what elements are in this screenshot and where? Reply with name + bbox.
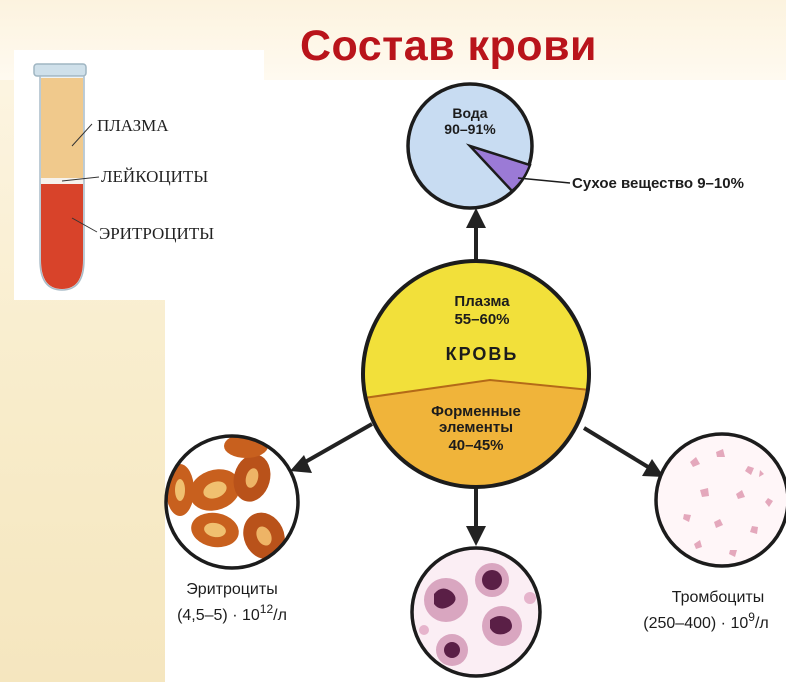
tube-plasma-layer bbox=[41, 78, 83, 178]
blood-circle: Плазма 55–60% КРОВЬ Форменные элементы 4… bbox=[361, 259, 591, 489]
arrowhead-thrombocytes bbox=[642, 459, 664, 477]
erythrocytes-count: (4,5–5) · 1012/л bbox=[177, 602, 287, 624]
arrow-to-thrombocytes bbox=[582, 426, 655, 472]
arrowhead-leukocytes bbox=[466, 526, 486, 546]
leukocyte-cells bbox=[419, 563, 536, 666]
page-title: Состав крови bbox=[300, 22, 597, 70]
erythrocytes-label: Эритроциты bbox=[186, 581, 277, 598]
tube-label-erythrocytes: ЭРИТРОЦИТЫ bbox=[99, 224, 214, 243]
leukocytes-circle bbox=[410, 546, 542, 678]
erythrocytes-circle: Эритроциты (4,5–5) · 1012/л bbox=[164, 434, 300, 624]
plasma-label: Плазма bbox=[454, 293, 510, 310]
plasma-percent: 55–60% bbox=[454, 311, 509, 328]
blood-center-label: КРОВЬ bbox=[446, 344, 519, 364]
tube-label-leukocytes: ЛЕЙКОЦИТЫ bbox=[101, 167, 208, 186]
formed-label-2: элементы bbox=[439, 419, 513, 436]
thrombocytes-circle: Тромбоциты (250–400) · 109/л bbox=[643, 432, 786, 632]
formed-label-1: Форменные bbox=[431, 403, 521, 420]
water-label: Вода bbox=[452, 105, 487, 121]
thrombocytes-label: Тромбоциты bbox=[672, 589, 764, 606]
erythrocyte-cells bbox=[166, 436, 285, 560]
formed-percent: 40–45% bbox=[448, 437, 503, 454]
arrows bbox=[299, 222, 655, 532]
tube-label-plasma: ПЛАЗМА bbox=[97, 116, 169, 135]
water-percent: 90–91% bbox=[444, 121, 496, 137]
arrowheads bbox=[290, 208, 664, 546]
test-tube: ПЛАЗМА ЛЕЙКОЦИТЫ ЭРИТРОЦИТЫ bbox=[33, 63, 214, 291]
thrombocyte-cells bbox=[683, 449, 773, 557]
arrow-to-erythrocytes bbox=[299, 422, 373, 467]
arrowhead-erythrocytes bbox=[290, 455, 312, 473]
thrombocytes-count: (250–400) · 109/л bbox=[643, 610, 768, 632]
arrowhead-water bbox=[466, 208, 486, 228]
dry-matter-label: Сухое вещество 9–10% bbox=[572, 175, 744, 192]
water-pie: Вода 90–91% Сухое вещество 9–10% bbox=[406, 82, 744, 210]
tube-erythrocyte-layer bbox=[41, 184, 83, 289]
